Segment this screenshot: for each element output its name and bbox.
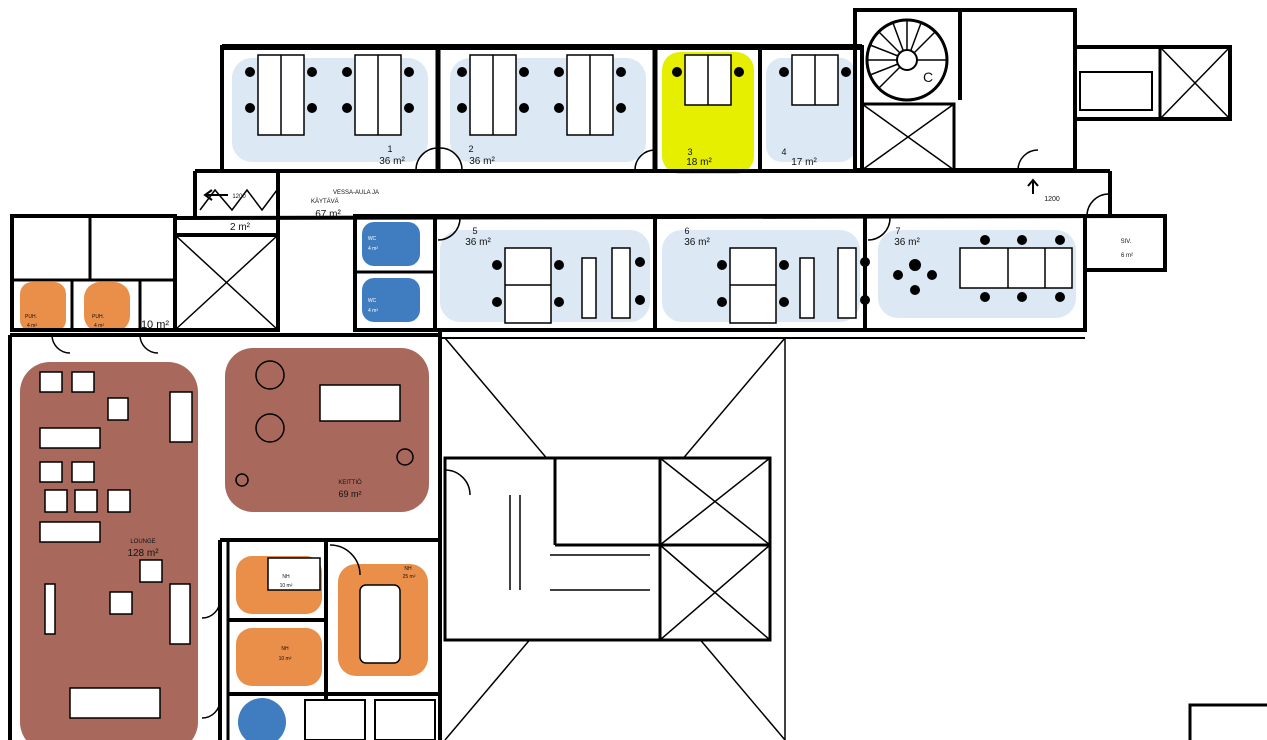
room-2-area: 36 m² — [469, 156, 495, 167]
siv-area: 6 m² — [1121, 253, 1133, 259]
siv-name: SIV. — [1121, 239, 1132, 245]
desk-group — [257, 54, 1073, 324]
width-marker-left: 1200 — [232, 194, 246, 200]
nh-1-area: 10 m² — [280, 583, 293, 589]
room-4-area: 17 m² — [791, 157, 817, 168]
corridor-area: 67 m² — [315, 209, 341, 220]
chair-group — [245, 67, 1065, 307]
walls — [8, 8, 1267, 740]
nh-1-name: NH — [282, 574, 290, 580]
room-7-area: 36 m² — [894, 237, 920, 248]
labels: 1 36 m² 2 36 m² 3 18 m² 4 17 m² 5 36 m² … — [25, 69, 1133, 662]
wc-2-name: WC — [368, 298, 377, 304]
zone-lounge[interactable] — [20, 362, 198, 740]
spiral-stair-icon — [865, 18, 949, 102]
puh-2-area: 4 m² — [94, 323, 104, 329]
zone-wc-2[interactable] — [362, 278, 420, 322]
small-room-area: 2 m² — [230, 222, 251, 233]
room-7-number: 7 — [895, 226, 900, 236]
stair-label: C — [923, 69, 933, 85]
room-3-area: 18 m² — [686, 157, 712, 168]
nh-2-name: NH — [281, 646, 289, 652]
zone-puh-2[interactable] — [84, 282, 130, 332]
room-5-area: 36 m² — [465, 237, 491, 248]
room-5-number: 5 — [472, 226, 477, 236]
width-marker-right: 1200 — [1044, 196, 1060, 203]
zone-wc-1[interactable] — [362, 222, 420, 266]
puh-2-name: PUH. — [92, 314, 104, 320]
corridor-name-1: VESSA-AULA JA — [333, 190, 379, 196]
room-1-number: 1 — [387, 144, 392, 154]
puh-1-name: PUH. — [25, 314, 37, 320]
arrow-left-icon — [203, 189, 228, 201]
zone-nh-2[interactable] — [236, 628, 322, 686]
lounge-name: LOUNGE — [130, 539, 155, 545]
room-1-area: 36 m² — [379, 156, 405, 167]
zone-wc-3[interactable] — [238, 698, 286, 740]
room-3-number: 3 — [687, 147, 692, 157]
arrow-up-icon — [1027, 178, 1039, 194]
nh-2-area: 10 m² — [279, 656, 292, 662]
nh-3-name: NH — [404, 566, 412, 572]
room-4-number: 4 — [781, 147, 786, 157]
storage-area: 10 m² — [141, 319, 169, 331]
puh-1-area: 4 m² — [27, 323, 37, 329]
wc-1-area: 4 m² — [368, 246, 378, 252]
doors — [51, 147, 1110, 719]
zone-puh-1[interactable] — [20, 282, 66, 332]
kitchen-furniture — [235, 360, 414, 487]
lounge-area: 128 m² — [127, 548, 159, 559]
furniture — [39, 54, 1073, 719]
wc-2-area: 4 m² — [368, 308, 378, 314]
wc-1-name: WC — [368, 236, 377, 242]
room-2-number: 2 — [468, 144, 473, 154]
room-6-area: 36 m² — [684, 237, 710, 248]
lounge-furniture — [39, 371, 401, 719]
corridor-name-2: KÄYTÄVÄ — [311, 198, 339, 205]
kitchen-name: KEITTIÖ — [338, 479, 362, 486]
room-6-number: 6 — [684, 226, 689, 236]
nh-3-area: 25 m² — [403, 574, 416, 580]
kitchen-area: 69 m² — [338, 489, 361, 499]
